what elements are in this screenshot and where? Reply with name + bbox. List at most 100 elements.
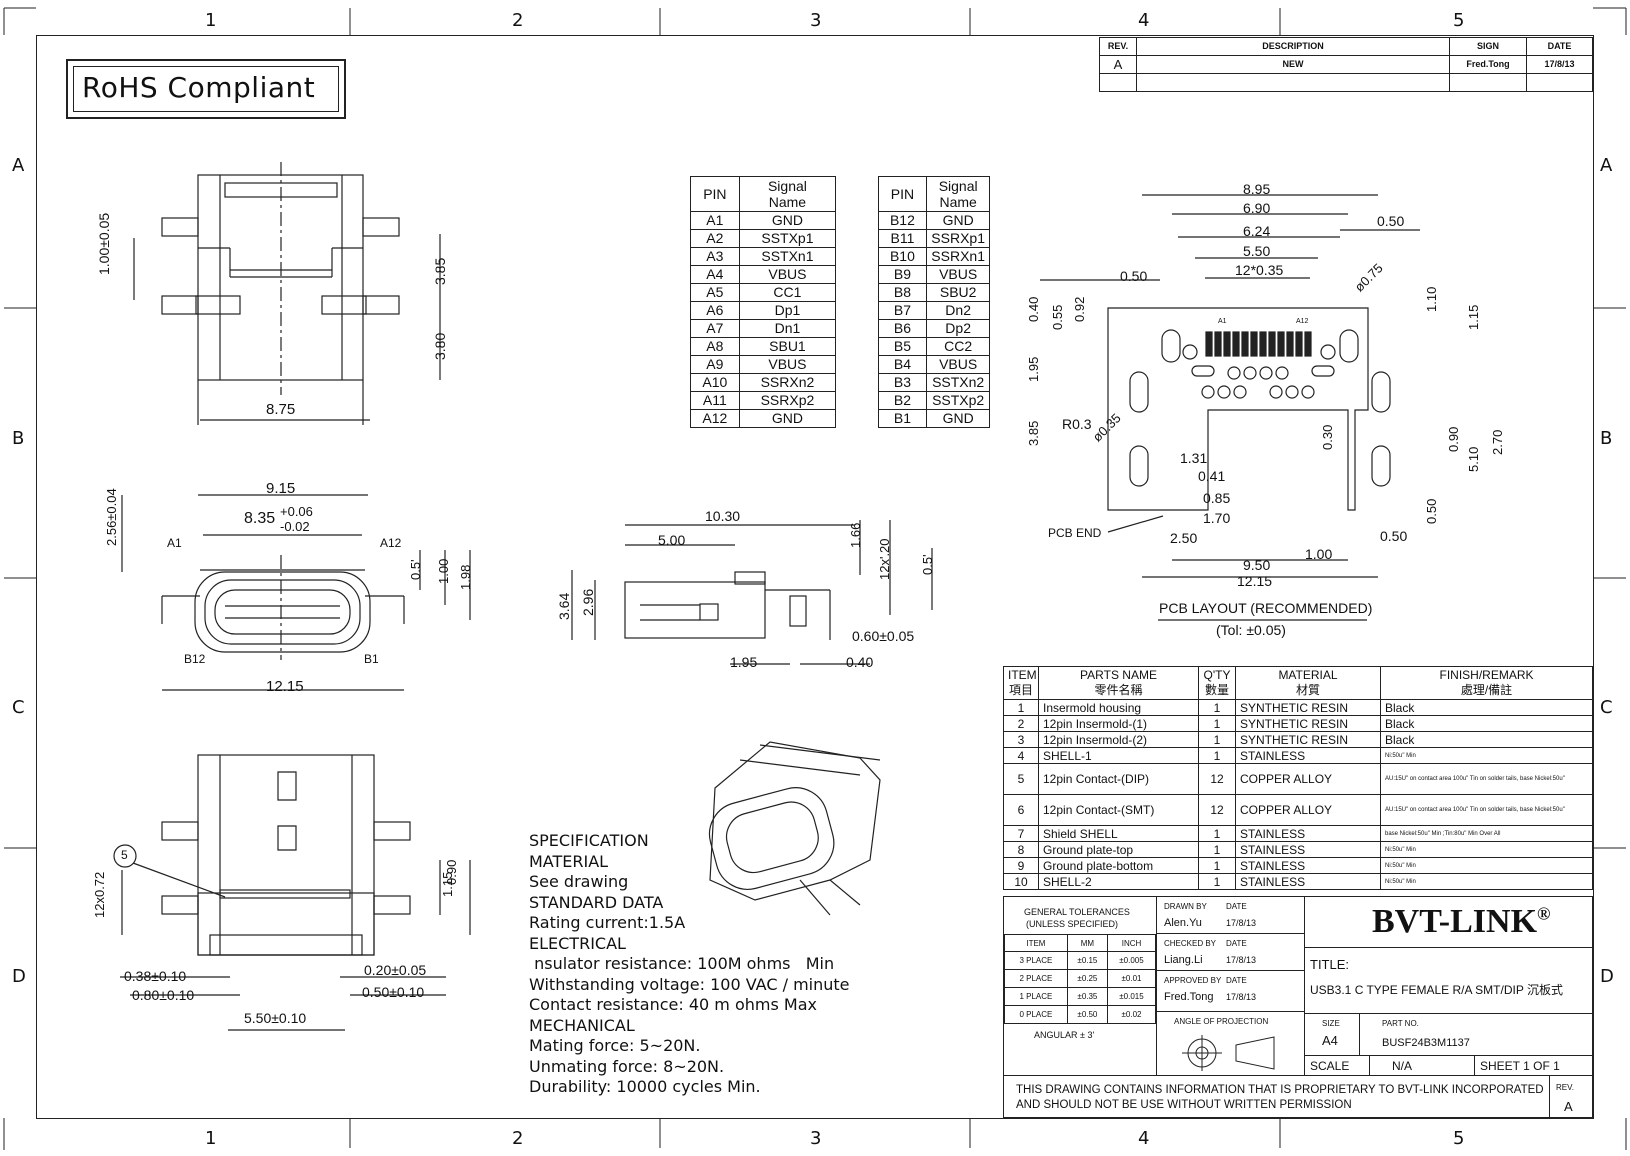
pin-cell: B7 [877, 301, 928, 320]
pin-gap [835, 229, 879, 248]
bom-cell: 12pin Insermold-(1) [1038, 715, 1199, 732]
bom-cell: Black [1380, 715, 1593, 732]
dim-label: 12x0.72 [92, 871, 107, 918]
bom-cell: 7 [1003, 825, 1039, 842]
bom-cell: 6 [1003, 794, 1039, 826]
dim-label: 0.50 [1377, 213, 1405, 229]
dim-label: 8.75 [266, 401, 296, 418]
tol-cell: 2 PLACE [1004, 969, 1068, 988]
dim-label: 6.24 [1243, 223, 1271, 239]
pin-cell: A12 [690, 409, 740, 428]
tb-drawn-by: Alen.Yu [1164, 917, 1202, 929]
pin-cell: GND [926, 211, 990, 230]
dim-label: B12 [184, 652, 206, 666]
dim-label: 1.70 [1203, 510, 1231, 526]
pin-gap [835, 265, 879, 284]
pin-gap [835, 391, 879, 410]
bom-cell: Ni:50u" Min [1380, 857, 1593, 874]
tb-checked-by: Liang.Li [1164, 954, 1203, 966]
pin-header: Signal Name [738, 176, 837, 212]
pin-cell: VBUS [738, 355, 837, 374]
bom-cell: Black [1380, 699, 1593, 716]
pin-cell: SSRXn2 [738, 373, 837, 392]
pin-gap [835, 283, 879, 302]
dim-label: 1.00 [1305, 546, 1333, 562]
bom-cell: COPPER ALLOY [1235, 763, 1381, 795]
company-logo: BVT-LINK® [1372, 903, 1550, 941]
tb-drawn-date: 17/8/13 [1226, 918, 1257, 928]
tb-rev-label: REV. [1556, 1083, 1574, 1092]
dim-label: R0.3 [1062, 416, 1092, 432]
dim-label: 5.50 [1243, 243, 1271, 259]
dim-label: 0.60±0.05 [852, 628, 915, 644]
dim-label: 5.10 [1466, 446, 1481, 472]
bom-cell: 12pin Contact-(SMT) [1038, 794, 1199, 826]
pin-cell: GND [738, 211, 837, 230]
dim-label: 3.80 [432, 332, 448, 360]
zone-row-b-left: B [12, 428, 25, 449]
tb-checked-date: 17/8/13 [1226, 955, 1257, 965]
dim-label: 1.00 [436, 558, 451, 584]
tb-unless-specified: (UNLESS SPECIFIED) [1026, 919, 1119, 929]
pin-cell: B3 [877, 373, 928, 392]
dim-label: 3.85 [1026, 420, 1041, 446]
pin-header: PIN [690, 176, 740, 212]
rohs-badge: RoHS Compliant [66, 59, 346, 119]
tb-sheet: SHEET 1 OF 1 [1480, 1059, 1560, 1073]
smt-pad [1268, 331, 1276, 357]
tol-cell: ±0.15 [1066, 951, 1109, 970]
pin-cell: A3 [690, 247, 740, 266]
tb-angular: ANGULAR ± 3' [1034, 1030, 1095, 1040]
tb-date-label: DATE [1226, 939, 1247, 948]
smt-pad [1241, 331, 1249, 357]
spec-line: Withstanding voltage: 100 VAC / minute [529, 974, 850, 994]
dim-label: 1.95 [1026, 356, 1041, 382]
pin-gap [835, 409, 879, 428]
rohs-label: RoHS Compliant [82, 71, 316, 104]
tb-title-label: TITLE: [1310, 957, 1350, 972]
pin-cell: SSRXn1 [926, 247, 990, 266]
tol-header: INCH [1107, 934, 1156, 952]
tb-drawn-by-label: DRAWN BY [1164, 902, 1207, 911]
bom-cell: 1 [1198, 715, 1236, 732]
pin-cell: A2 [690, 229, 740, 248]
tb-divider [1549, 1075, 1550, 1119]
tb-size-label: SIZE [1322, 1019, 1340, 1028]
pin-cell: SSRXp2 [738, 391, 837, 410]
bom-cell: 5 [1003, 763, 1039, 795]
spec-line: Contact resistance: 40 m ohms Max [529, 995, 817, 1014]
dim-label: A1 [167, 536, 182, 550]
zone-row-d-right: D [1600, 966, 1614, 987]
spec-line: MATERIAL [529, 851, 609, 871]
pcb-end-label: PCB END [1048, 526, 1102, 540]
bom-cell: 2 [1003, 715, 1039, 732]
pin-label: A1 [1218, 318, 1227, 325]
bom-cell: Insermold housing [1038, 699, 1199, 716]
pin-gap [835, 211, 879, 230]
tb-divider [1304, 897, 1305, 1075]
zone-col-4-bottom: 4 [1138, 1128, 1150, 1149]
bom-cell: Shield SHELL [1038, 825, 1199, 842]
dim-label: 0.50 [1120, 268, 1148, 284]
tol-cell: 3 PLACE [1004, 951, 1068, 970]
rev-cell [1526, 73, 1593, 92]
zone-col-1-bottom: 1 [205, 1128, 217, 1149]
dim-label: 0.5' [408, 559, 423, 580]
side-view [571, 520, 933, 665]
tb-divider [1369, 1055, 1370, 1075]
dim-label: 1.66 [848, 522, 863, 548]
projection-symbol-icon [1182, 1035, 1275, 1071]
pin-cell: CC1 [738, 283, 837, 302]
pin-cell: SSTXp1 [738, 229, 837, 248]
pin-gap [835, 337, 879, 356]
tb-divider [1359, 1013, 1360, 1055]
revision-table: REV. DESCRIPTION SIGN DATE A NEW Fred.To… [1099, 37, 1593, 92]
spec-line: STANDARD DATA [529, 892, 664, 912]
tol-cell: ±0.01 [1107, 969, 1156, 988]
